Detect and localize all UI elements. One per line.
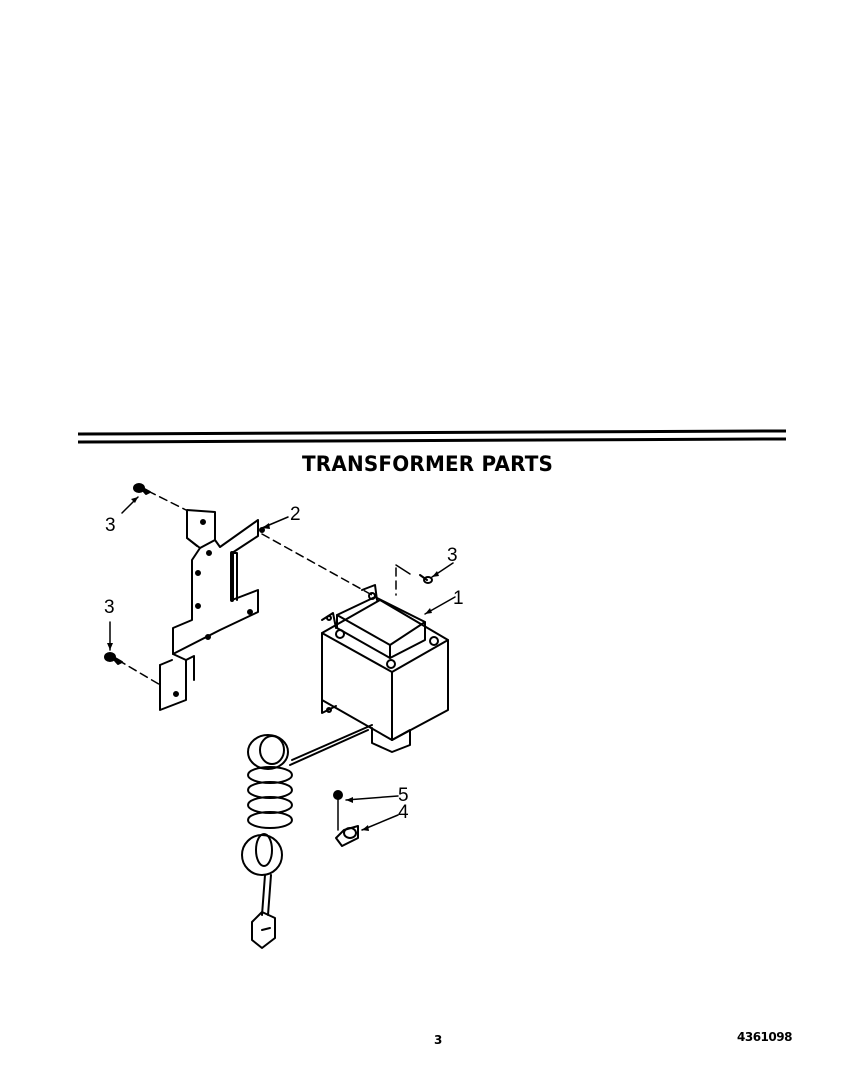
callout-3-left: 3 (104, 597, 115, 618)
page-number: 3 (434, 1033, 443, 1047)
page-title: TRANSFORMER PARTS (302, 452, 554, 476)
callout-1: 1 (453, 588, 464, 609)
transformer-part-1 (321, 584, 449, 753)
clamp-part-4 (335, 825, 359, 847)
assembly-lines (117, 490, 397, 687)
document-code: 4361098 (737, 1030, 792, 1044)
screw-part-5 (333, 790, 343, 831)
callout-2: 2 (290, 504, 301, 525)
screw-part-3-top (133, 483, 151, 495)
screw-part-3-right (419, 574, 433, 584)
callout-5: 5 (398, 785, 409, 806)
callout-3-right: 3 (447, 545, 458, 566)
callout-3-top: 3 (105, 515, 116, 536)
power-cord (241, 724, 373, 949)
bracket-part-2 (159, 509, 265, 711)
screw-part-3-left (104, 652, 123, 665)
callout-4: 4 (398, 802, 409, 823)
